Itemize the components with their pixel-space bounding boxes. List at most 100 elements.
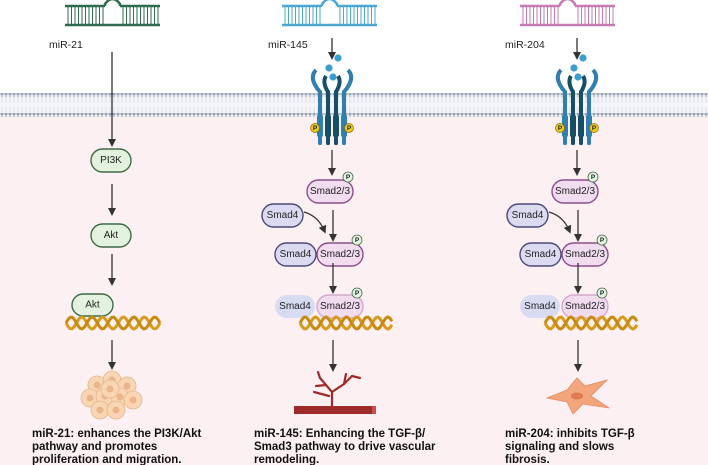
smad4-complex-node-shape: [519, 242, 562, 267]
caption-line: Smad3 pathway to drive vascular: [254, 441, 436, 453]
smad23-node-label: Smad2/3: [310, 186, 350, 197]
smad23-complex-node-shape: [561, 242, 609, 267]
phosphate-label: P: [591, 174, 596, 181]
vessel-branch: [314, 383, 328, 388]
phosphate-icon: [344, 123, 354, 133]
loop: [558, 0, 577, 6]
tgf-beta-ligand-icon: [570, 64, 578, 72]
smad4-complex-node: Smad4: [274, 242, 317, 267]
phosphate-icon: [310, 123, 320, 133]
fibroblast-icon: [545, 377, 610, 415]
phosphate-icon: P: [587, 171, 599, 183]
dna-helix-icon: [298, 315, 394, 331]
phosphate-circle: [351, 234, 363, 246]
smad4-dna-node-shape: [520, 295, 560, 318]
receptor-arm: [567, 74, 575, 94]
receptor-kinase: [578, 115, 584, 137]
smad4-complex-node-label: Smad4: [280, 249, 312, 260]
tgf-beta-ligand-icon: [574, 73, 582, 81]
receptor-kinase: [333, 115, 339, 137]
receptor-arm: [579, 74, 587, 94]
dna-strand: [64, 315, 162, 331]
receptor-arm: [322, 74, 330, 94]
dna-strand: [298, 315, 394, 331]
smad23-node-shape: [306, 179, 354, 204]
nucleus: [96, 406, 104, 414]
receptor-kinase: [325, 115, 331, 137]
phosphate-circle: [596, 287, 608, 299]
vessel-branch: [342, 372, 348, 386]
phosphate-label: P: [600, 237, 605, 244]
pi3k-node-label: PI3K: [100, 155, 122, 166]
receptor-kinase: [586, 115, 592, 137]
smad23-node: Smad2/3: [306, 179, 354, 204]
nucleus: [86, 394, 94, 402]
caption-line: miR-21: enhances the PI3K/Akt: [32, 428, 202, 440]
smad23-dna-node-shape: [561, 294, 609, 319]
phosphate-label: P: [558, 125, 563, 132]
vessel-trunk: [294, 406, 376, 414]
nucleus: [93, 381, 101, 389]
phosphate-label: P: [592, 125, 597, 132]
nucleus: [112, 406, 120, 414]
smad23-complex-node: Smad2/3: [316, 242, 364, 267]
phosphate-label: P: [355, 237, 360, 244]
smad4-node: Smad4: [261, 203, 304, 228]
dna-helix-icon: [543, 315, 639, 331]
smad23-complex-node-shape: [316, 242, 364, 267]
smad23-complex-node-label: Smad2/3: [320, 249, 360, 260]
tgf-beta-ligand-icon: [579, 54, 587, 62]
caption-line: signaling and slows: [505, 441, 614, 453]
mirna-hairpin-icon: [65, 0, 160, 27]
smad4-node-label: Smad4: [512, 210, 544, 221]
smad23-node-shape: [551, 179, 599, 204]
akt-node-shape: [90, 223, 132, 248]
smad4-node-shape: [506, 203, 549, 228]
receptor-kinase: [562, 115, 568, 137]
phosphate-icon: [555, 123, 565, 133]
cell-cluster-icon: [80, 370, 143, 420]
phosphate-label: P: [347, 125, 352, 132]
blood-vessel-icon: [294, 370, 376, 414]
smad23-complex-node-label: Smad2/3: [565, 249, 605, 260]
dna-helix-icon: [64, 315, 162, 331]
nucleus: [106, 385, 114, 393]
phosphate-circle: [587, 171, 599, 183]
phosphate-label: P: [355, 290, 360, 297]
smad23-complex-node: Smad2/3: [561, 242, 609, 267]
smad4-complex-node-shape: [274, 242, 317, 267]
mirna-label: miR-145: [268, 39, 308, 51]
akt-dna-bound-node-label: Akt: [85, 300, 100, 311]
caption-line: proliferation and migration.: [32, 454, 182, 465]
smad23-dna-node-label: Smad2/3: [320, 301, 360, 312]
receptor-kinase: [570, 115, 576, 137]
smad4-node: Smad4: [506, 203, 549, 228]
caption-line: fibrosis.: [505, 454, 550, 465]
phosphate-circle: [596, 234, 608, 246]
smad4-dna-node-shape: [275, 295, 315, 318]
pi3k-node-shape: [90, 148, 132, 173]
smad4-dna-node: Smad4: [275, 295, 315, 318]
smad23-dna-node: Smad2/3: [561, 294, 609, 319]
curved-arrow: [548, 211, 572, 234]
phosphate-circle: [342, 171, 354, 183]
loop: [103, 0, 122, 6]
loop: [320, 0, 339, 6]
nucleus: [116, 393, 124, 401]
receptor-arm: [342, 68, 354, 94]
akt-node-label: Akt: [104, 230, 119, 241]
smad23-node: Smad2/3: [551, 179, 599, 204]
phosphate-icon: P: [596, 287, 608, 299]
smad23-dna-node-shape: [316, 294, 364, 319]
dna-strand: [543, 315, 639, 331]
smad4-dna-node-label: Smad4: [279, 301, 311, 312]
smad4-node-shape: [261, 203, 304, 228]
dna-strand: [543, 315, 639, 331]
caption-line: pathway and promotes: [32, 441, 157, 453]
